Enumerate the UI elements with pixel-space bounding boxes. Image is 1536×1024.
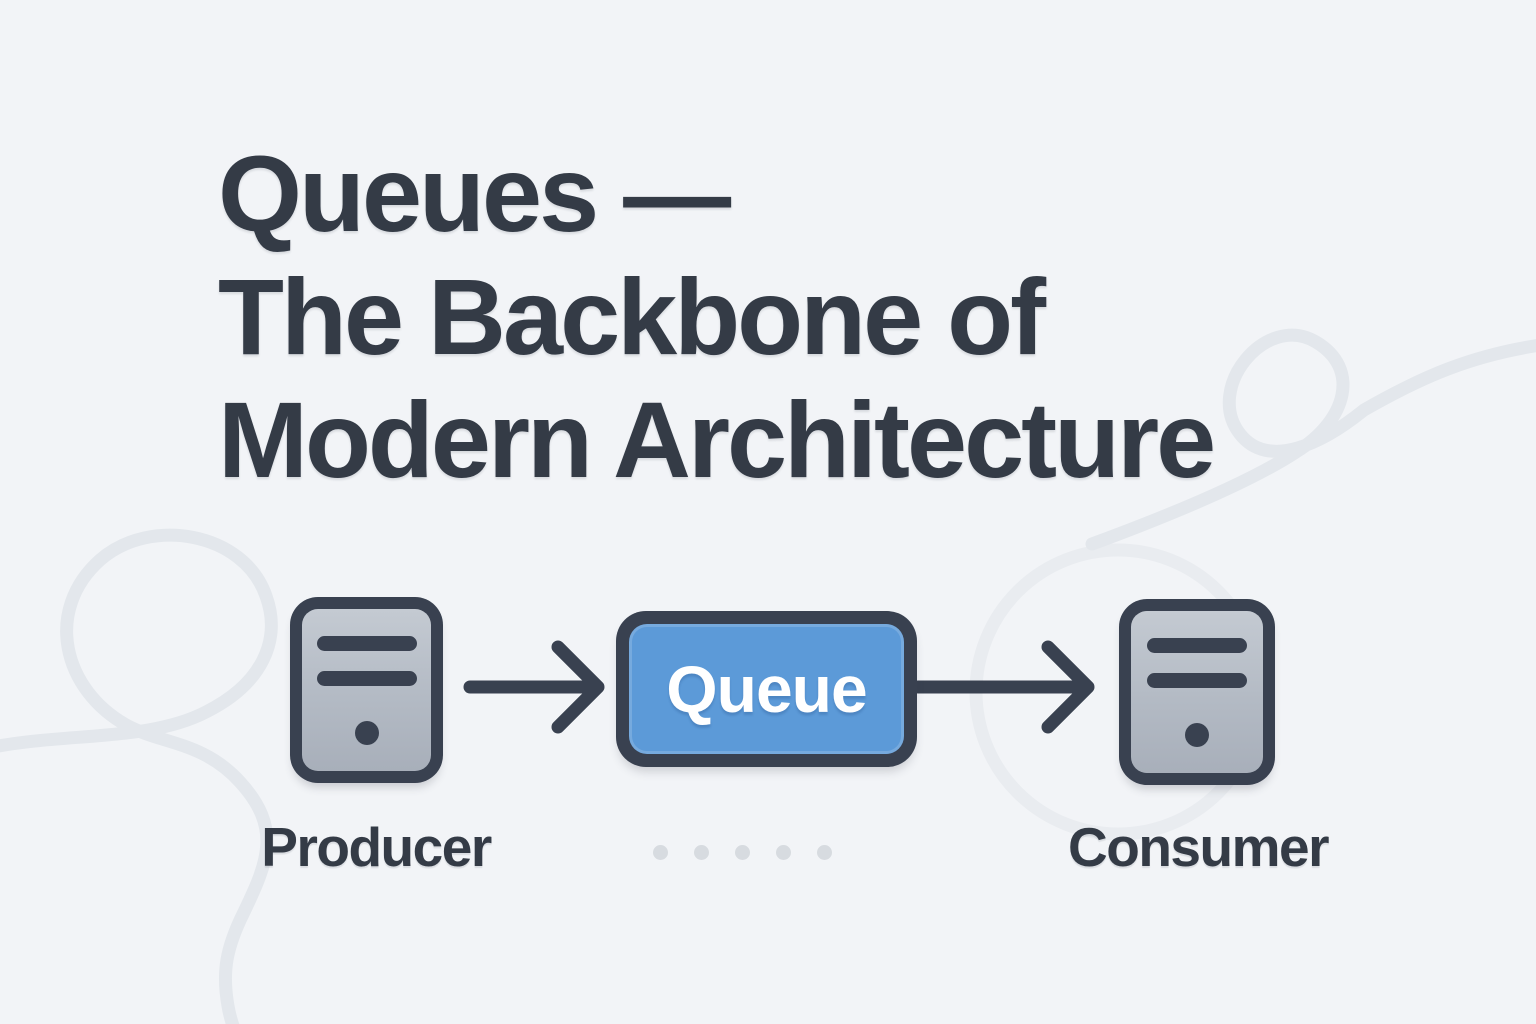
- server-panel: [1131, 611, 1263, 773]
- queue-dot-icon: [776, 844, 791, 860]
- page-title: Queues — The Backbone of Modern Architec…: [218, 132, 1216, 501]
- queue-label: Queue: [666, 652, 867, 726]
- title-line-1: Queues —: [218, 133, 731, 254]
- server-vent-bar-icon: [1147, 638, 1247, 653]
- producer-label: Producer: [261, 816, 492, 878]
- server-vent-bar-icon: [1147, 673, 1247, 688]
- consumer-label: Consumer: [1068, 816, 1330, 878]
- producer-server-icon: [290, 597, 443, 783]
- queue-dot-icon: [653, 844, 668, 860]
- queue-dot-icon: [817, 844, 832, 860]
- title-line-3: Modern Architecture: [218, 379, 1216, 500]
- title-line-2: The Backbone of: [218, 256, 1046, 377]
- queue-pending-dots: [653, 844, 832, 860]
- queue-dot-icon: [694, 844, 709, 860]
- server-power-dot-icon: [354, 721, 379, 745]
- arrow-right-icon: [463, 640, 605, 734]
- queue-box-inner: Queue: [629, 624, 904, 754]
- arrow-right-icon: [911, 640, 1095, 734]
- server-power-dot-icon: [1185, 723, 1209, 747]
- server-vent-bar-icon: [316, 671, 417, 686]
- queue-dot-icon: [735, 844, 750, 860]
- server-vent-bar-icon: [316, 636, 417, 651]
- server-panel: [302, 609, 431, 771]
- decorative-loop-top-right: [1085, 328, 1536, 551]
- consumer-server-icon: [1119, 599, 1275, 785]
- queue-box: Queue: [616, 611, 917, 767]
- decorative-loop-bottom-left: [0, 528, 278, 1024]
